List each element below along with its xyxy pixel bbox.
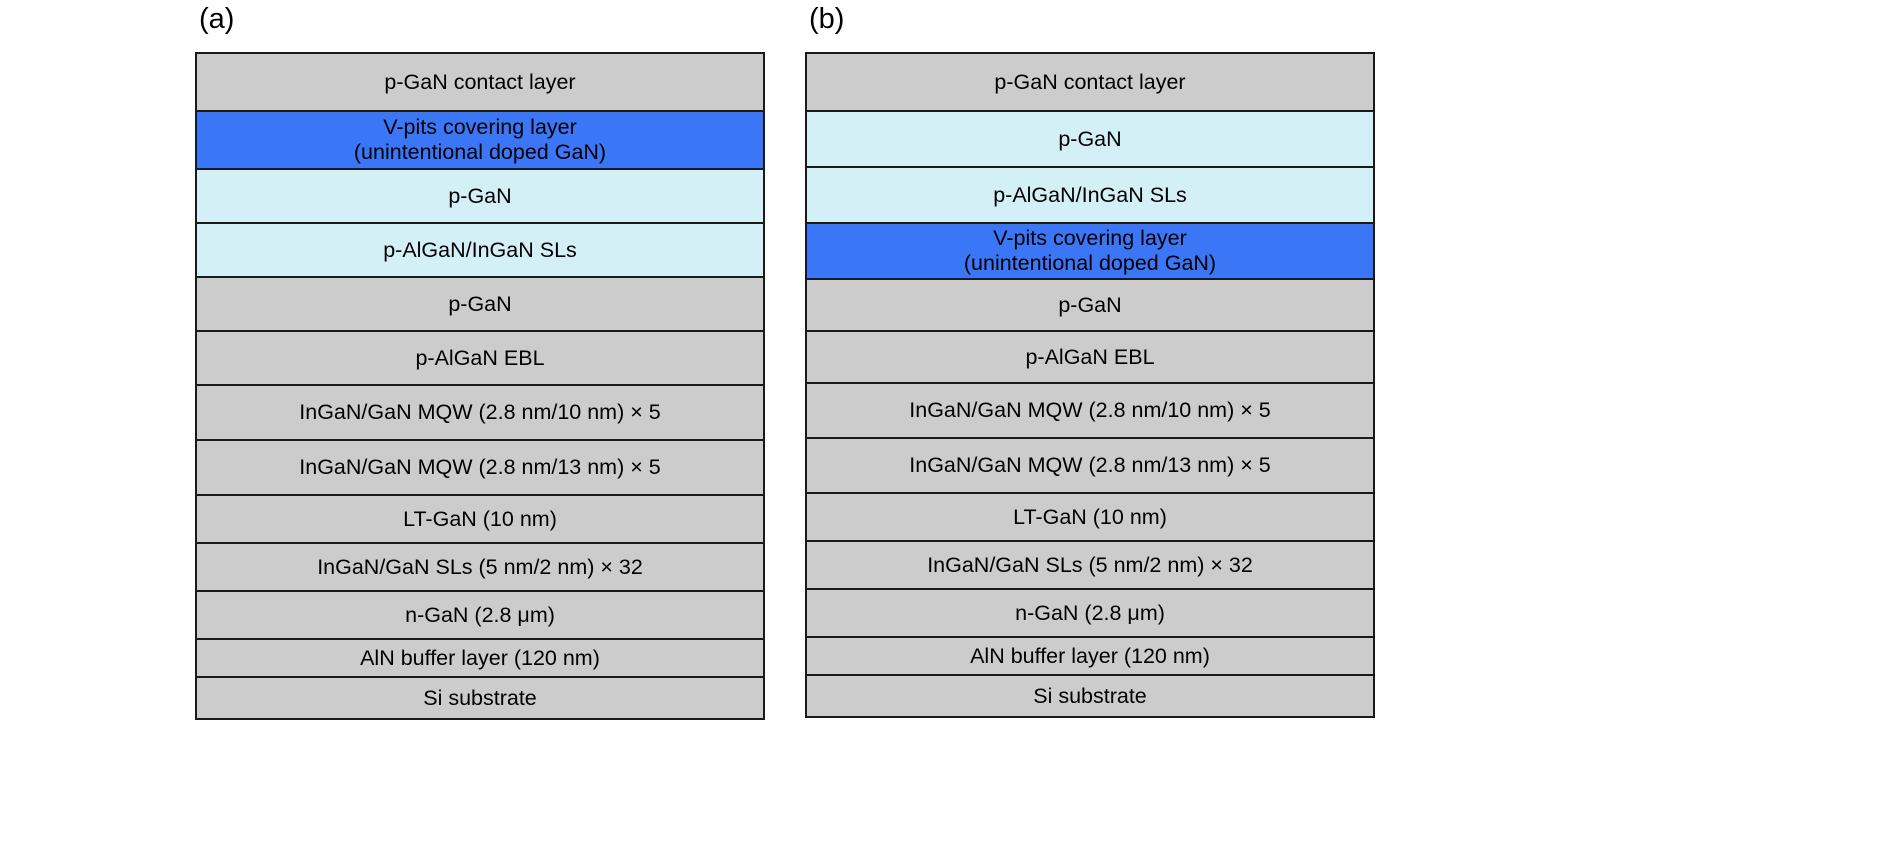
layer-label: p-GaN contact layer <box>384 69 576 94</box>
layer-row: p-AlGaN/InGaN SLs <box>807 168 1373 224</box>
layer-row: p-GaN <box>197 278 763 332</box>
layer-label: AlN buffer layer (120 nm) <box>360 645 600 670</box>
layer-label: p-GaN contact layer <box>994 69 1186 94</box>
layer-label: p-AlGaN/InGaN SLs <box>383 237 577 262</box>
layer-label: n-GaN (2.8 μm) <box>405 602 555 627</box>
layer-row: Si substrate <box>197 678 763 718</box>
layer-row: InGaN/GaN MQW (2.8 nm/13 nm) × 5 <box>807 439 1373 494</box>
layer-row: InGaN/GaN MQW (2.8 nm/13 nm) × 5 <box>197 441 763 496</box>
layer-label: InGaN/GaN SLs (5 nm/2 nm) × 32 <box>317 554 643 579</box>
layer-label: V-pits covering layer (unintentional dop… <box>353 115 607 164</box>
layer-row: p-GaN <box>197 170 763 224</box>
layer-label: p-AlGaN/InGaN SLs <box>993 182 1187 207</box>
layer-row: p-AlGaN EBL <box>197 332 763 386</box>
layer-label: p-GaN <box>448 183 512 208</box>
layer-label: AlN buffer layer (120 nm) <box>970 643 1210 668</box>
layer-label: Si substrate <box>1033 683 1147 708</box>
panel-b-label: (b) <box>809 3 845 35</box>
panel-b: (b) p-GaN contact layer p-GaN p-AlGaN/InGa… <box>800 0 1380 854</box>
layer-row: V-pits covering layer (unintentional dop… <box>807 224 1373 280</box>
layer-row: AlN buffer layer (120 nm) <box>807 638 1373 676</box>
layer-row: p-GaN contact layer <box>197 54 763 112</box>
layer-label: InGaN/GaN MQW (2.8 nm/13 nm) × 5 <box>299 455 661 479</box>
layer-row: V-pits covering layer (unintentional dop… <box>197 112 763 170</box>
layer-label: InGaN/GaN MQW (2.8 nm/13 nm) × 5 <box>909 453 1271 477</box>
layer-row: InGaN/GaN SLs (5 nm/2 nm) × 32 <box>807 542 1373 590</box>
layer-row: p-AlGaN/InGaN SLs <box>197 224 763 278</box>
layer-row: p-GaN <box>807 112 1373 168</box>
layer-label: InGaN/GaN SLs (5 nm/2 nm) × 32 <box>927 552 1253 577</box>
layer-label: InGaN/GaN MQW (2.8 nm/10 nm) × 5 <box>299 400 661 424</box>
layer-row: p-GaN contact layer <box>807 54 1373 112</box>
layer-label: V-pits covering layer (unintentional dop… <box>963 226 1217 275</box>
layer-label: p-AlGaN EBL <box>1025 344 1155 369</box>
layer-label: Si substrate <box>423 685 537 710</box>
layer-row: Si substrate <box>807 676 1373 716</box>
layer-row: p-AlGaN EBL <box>807 332 1373 384</box>
layer-row: InGaN/GaN MQW (2.8 nm/10 nm) × 5 <box>197 386 763 441</box>
layer-row: InGaN/GaN SLs (5 nm/2 nm) × 32 <box>197 544 763 592</box>
layer-row: n-GaN (2.8 μm) <box>807 590 1373 638</box>
layer-label: p-GaN <box>448 291 512 316</box>
layer-label: p-GaN <box>1058 292 1122 317</box>
layer-row: LT-GaN (10 nm) <box>197 496 763 544</box>
layer-row: AlN buffer layer (120 nm) <box>197 640 763 678</box>
layer-label: LT-GaN (10 nm) <box>403 506 557 531</box>
layer-row: LT-GaN (10 nm) <box>807 494 1373 542</box>
layer-label: n-GaN (2.8 μm) <box>1015 600 1165 625</box>
layer-label: p-AlGaN EBL <box>415 345 545 370</box>
layer-row: p-GaN <box>807 280 1373 332</box>
panel-a-label: (a) <box>199 3 235 35</box>
layer-label: LT-GaN (10 nm) <box>1013 504 1167 529</box>
panel-b-layer-stack: p-GaN contact layer p-GaN p-AlGaN/InGaN SL… <box>805 52 1375 718</box>
layer-label: InGaN/GaN MQW (2.8 nm/10 nm) × 5 <box>909 398 1271 422</box>
layer-row: InGaN/GaN MQW (2.8 nm/10 nm) × 5 <box>807 384 1373 439</box>
layer-label: p-GaN <box>1058 126 1122 151</box>
layer-row: n-GaN (2.8 μm) <box>197 592 763 640</box>
